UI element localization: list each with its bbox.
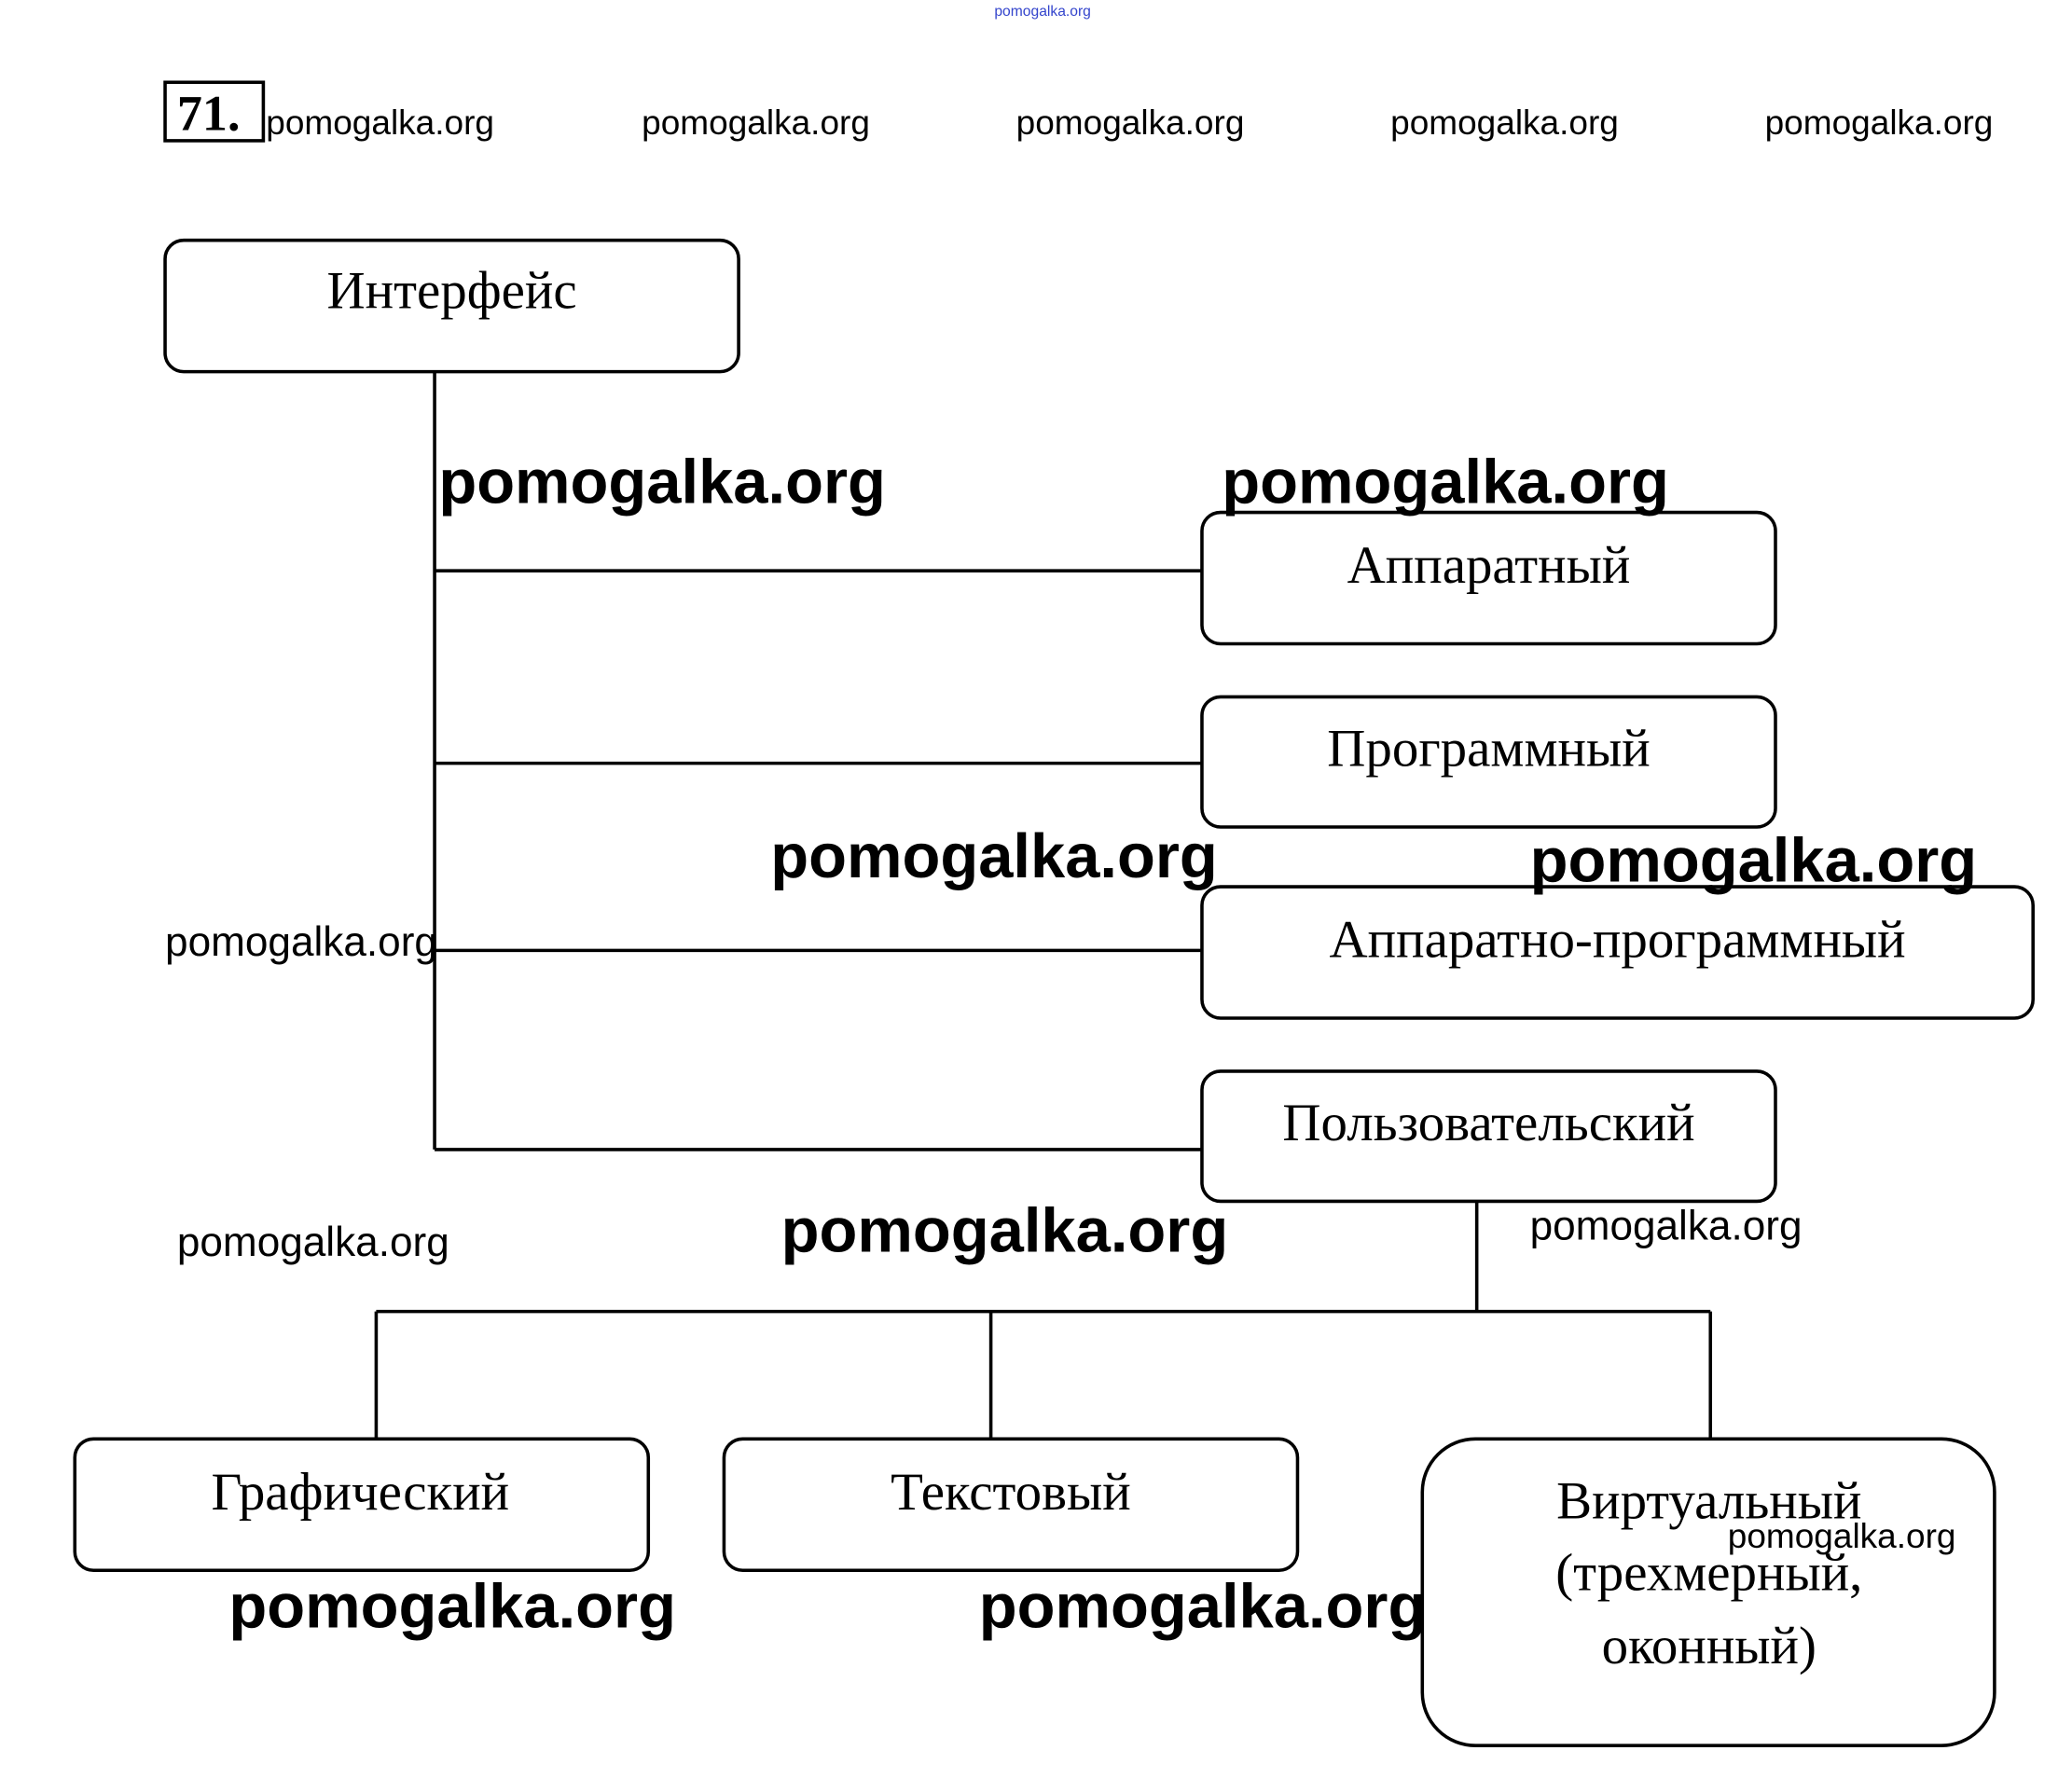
watermark: pomogalka.org	[438, 448, 886, 517]
node-text-label: Текстовый	[891, 1463, 1131, 1522]
node-virtual-label-line1: Виртуальный	[1556, 1472, 1861, 1531]
watermark: pomogalka.org	[642, 103, 870, 142]
watermark: pomogalka.org	[1016, 103, 1245, 142]
node-hardware-software	[1200, 885, 2035, 1020]
watermark: pomogalka.org	[165, 919, 437, 965]
watermark: pomogalka.org	[266, 103, 494, 142]
watermark: pomogalka.org	[1390, 103, 1619, 142]
node-hardware-label: Аппаратный	[1347, 536, 1631, 595]
watermark: pomogalka.org	[228, 1571, 676, 1641]
watermark: pomogalka.org	[979, 1571, 1427, 1641]
watermark: pomogalka.org	[781, 1196, 1229, 1266]
node-virtual	[1420, 1437, 1996, 1747]
watermark-row: pomogalka.org pomogalka.org pomogalka.or…	[266, 103, 1993, 142]
watermark: pomogalka.org	[1765, 103, 1994, 142]
node-user	[1200, 1069, 1777, 1204]
node-graphic-label: Графический	[212, 1463, 510, 1522]
node-hardware	[1200, 510, 1777, 646]
node-hardware-software-label: Аппаратно-программный	[1330, 910, 1906, 969]
watermark-top: pomogalka.org	[994, 4, 1091, 20]
exercise-number-frame	[163, 80, 266, 143]
node-software-label: Программный	[1327, 719, 1650, 778]
node-root-label: Интерфейс	[327, 261, 577, 320]
node-virtual-label-line2: (трехмерный,	[1555, 1544, 1862, 1603]
watermark: pomogalka.org	[177, 1220, 449, 1265]
watermark: pomogalka.org	[1530, 1204, 1803, 1249]
watermark: pomogalka.org	[1530, 825, 1978, 895]
node-root	[163, 238, 740, 374]
node-software	[1200, 695, 1777, 829]
node-virtual-label-line3: оконный)	[1602, 1617, 1816, 1675]
watermarks: pomogalka.org pomogalka.org pomogalka.or…	[165, 448, 1977, 1642]
node-text	[722, 1437, 1300, 1573]
connectors	[374, 371, 1713, 1440]
watermark: pomogalka.org	[1222, 448, 1669, 517]
watermark: pomogalka.org	[770, 821, 1218, 891]
node-user-label: Пользовательский	[1282, 1094, 1694, 1152]
exercise-number: 71.	[177, 86, 241, 142]
watermark: pomogalka.org	[1728, 1516, 1956, 1555]
node-graphic	[73, 1437, 651, 1573]
